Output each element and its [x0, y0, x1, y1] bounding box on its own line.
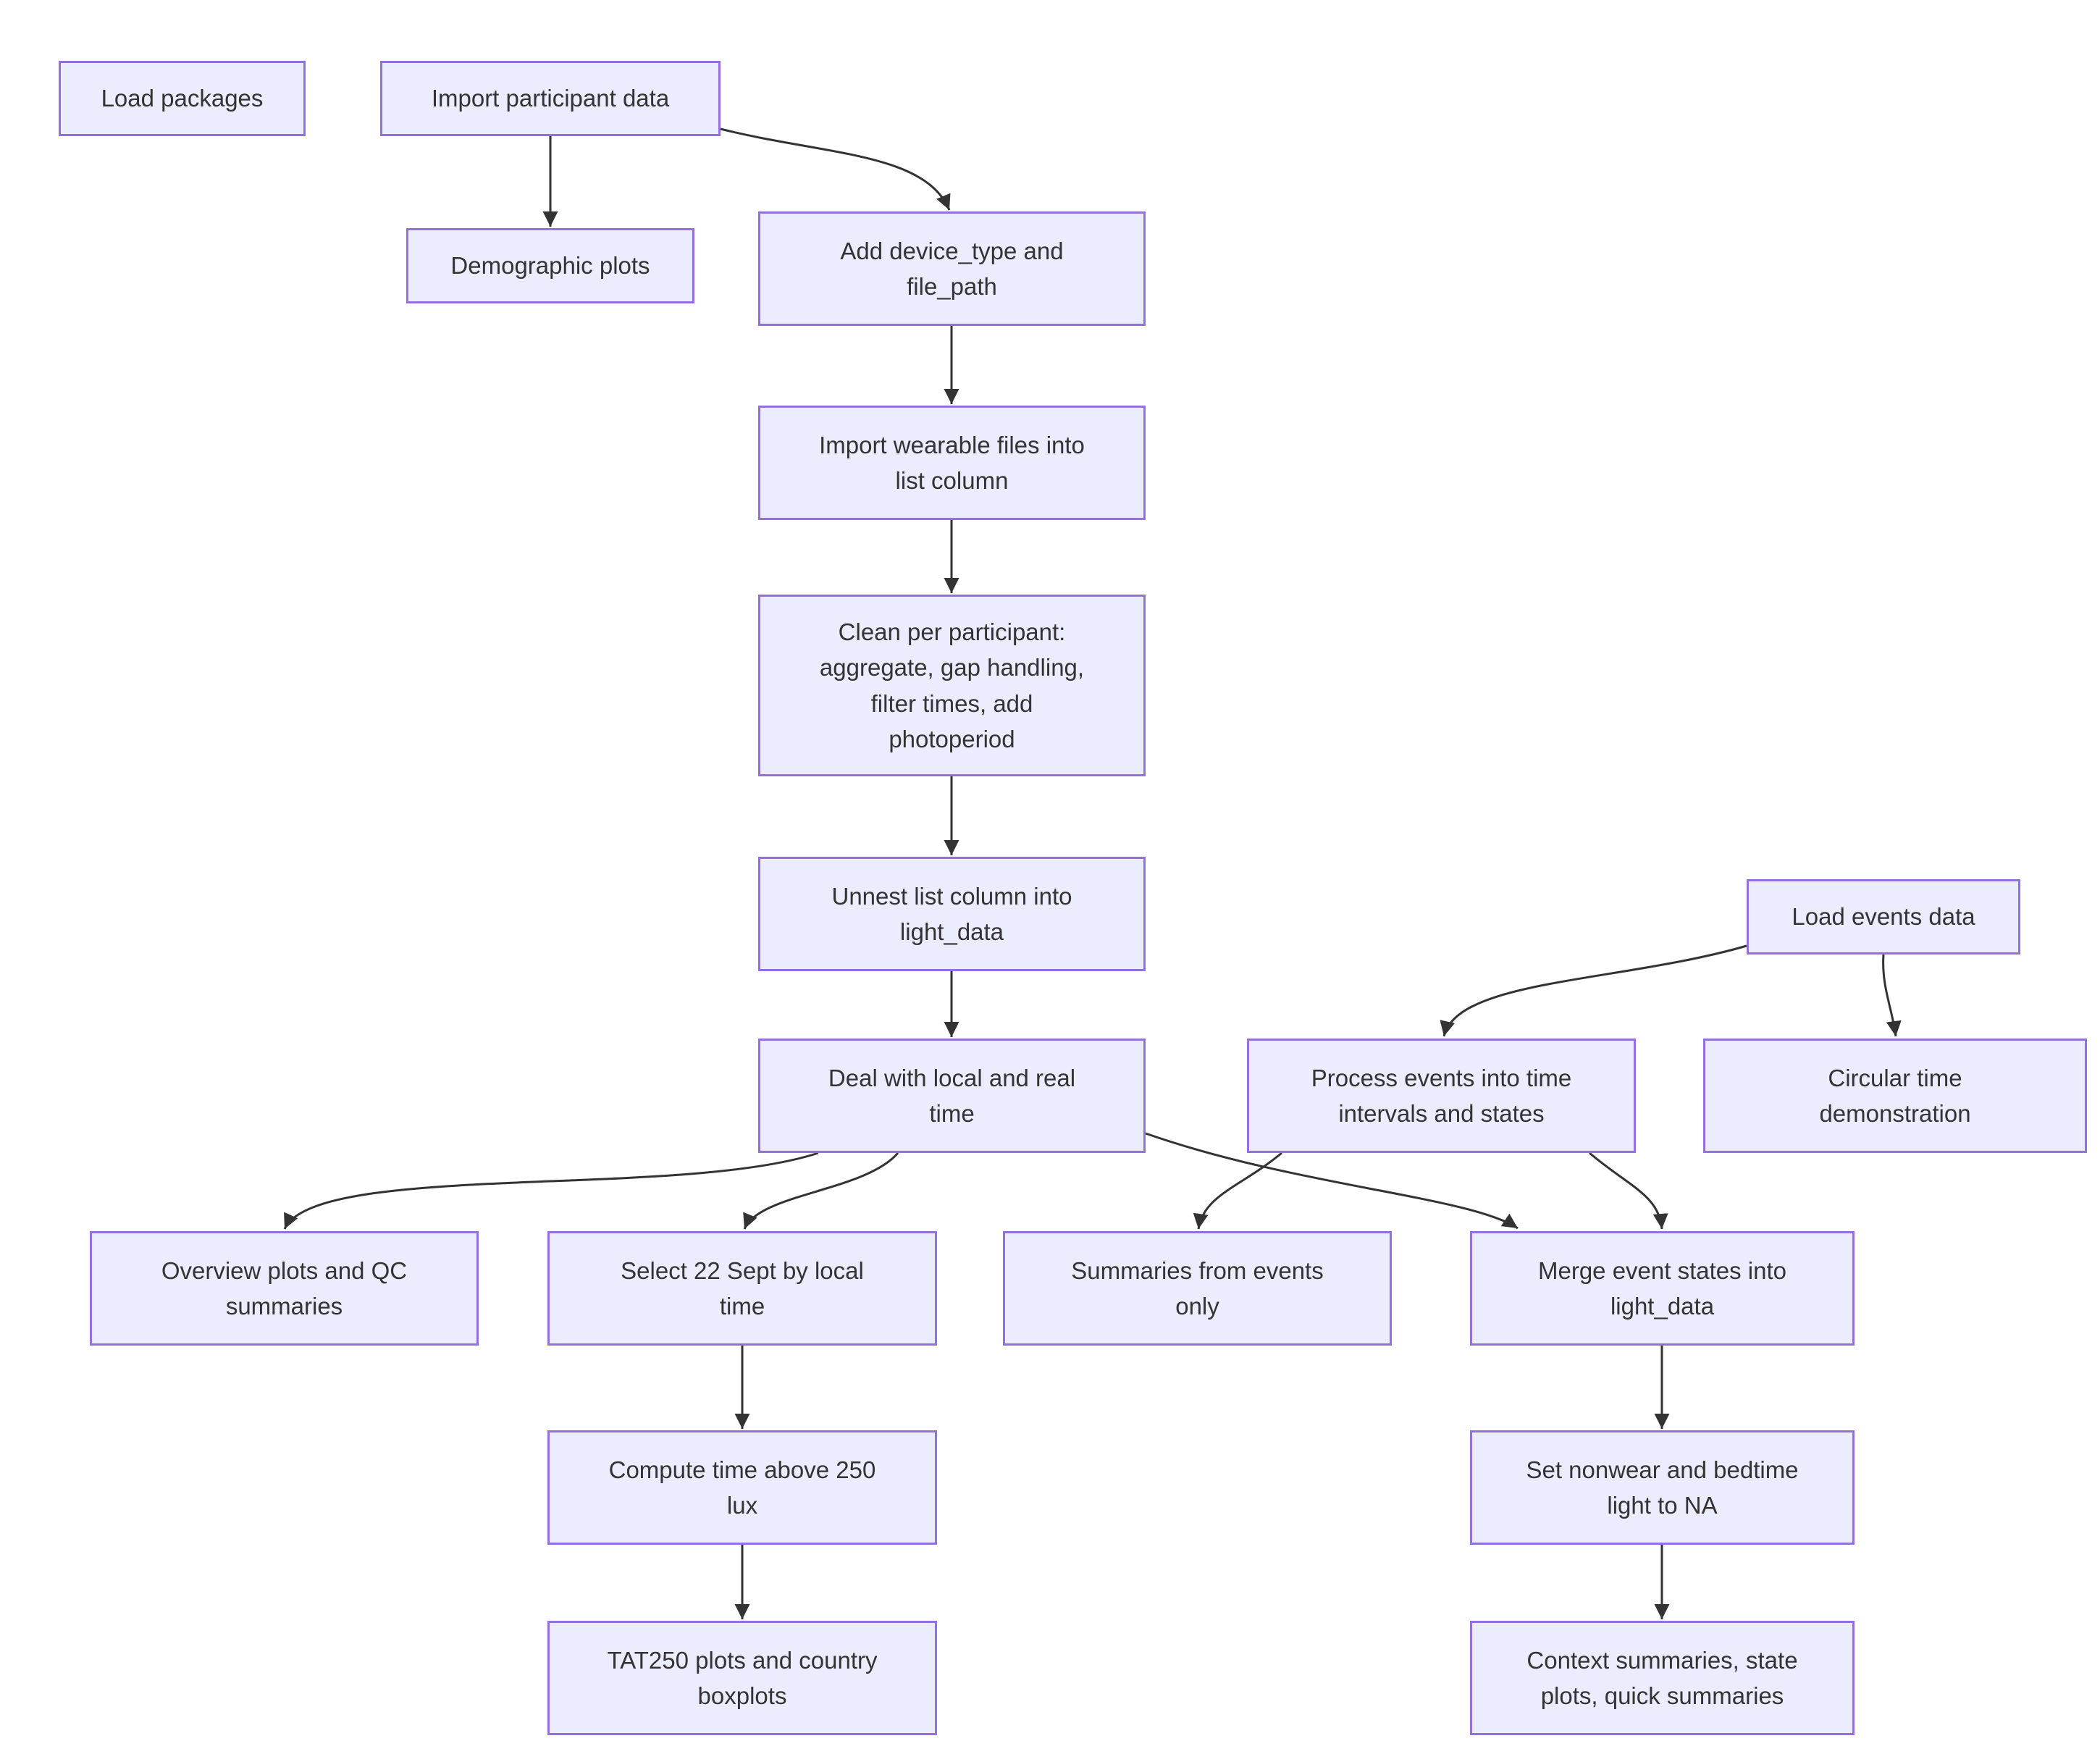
node-select-sept: Select 22 Sept by local time — [547, 1231, 937, 1346]
edge-local-real-time-to-overview-qc — [283, 1151, 819, 1230]
node-add-device: Add device_type and file_path — [758, 211, 1146, 326]
edge-local-real-time-to-select-sept — [743, 1152, 899, 1230]
node-clean-participant: Clean per participant: aggregate, gap ha… — [758, 595, 1146, 776]
node-process-events: Process events into time intervals and s… — [1247, 1039, 1636, 1153]
node-load-packages: Load packages — [59, 61, 306, 136]
node-context-summaries: Context summaries, state plots, quick su… — [1470, 1621, 1855, 1735]
node-set-nonwear-na: Set nonwear and bedtime light to NA — [1470, 1430, 1855, 1545]
node-overview-qc: Overview plots and QC summaries — [90, 1231, 479, 1346]
node-unnest-list: Unnest list column into light_data — [758, 857, 1146, 971]
node-local-real-time: Deal with local and real time — [758, 1039, 1146, 1153]
node-merge-states: Merge event states into light_data — [1470, 1231, 1855, 1346]
edge-load-events-to-circular-time — [1882, 954, 1902, 1037]
edge-load-events-to-process-events — [1440, 944, 1747, 1037]
edge-process-events-to-summaries-events — [1193, 1151, 1282, 1230]
edge-import-participant-to-add-device — [720, 127, 951, 211]
node-demographic-plots: Demographic plots — [406, 228, 694, 303]
node-tat250-plots: TAT250 plots and country boxplots — [547, 1621, 937, 1735]
node-compute-tat250: Compute time above 250 lux — [547, 1430, 937, 1545]
node-import-wearable: Import wearable files into list column — [758, 406, 1146, 520]
node-summaries-events: Summaries from events only — [1003, 1231, 1392, 1346]
node-circular-time: Circular time demonstration — [1703, 1039, 2087, 1153]
node-import-participant: Import participant data — [380, 61, 721, 136]
edge-local-real-time-to-merge-states — [1145, 1132, 1519, 1230]
edge-process-events-to-merge-states — [1589, 1151, 1668, 1230]
node-load-events: Load events data — [1747, 879, 2020, 955]
